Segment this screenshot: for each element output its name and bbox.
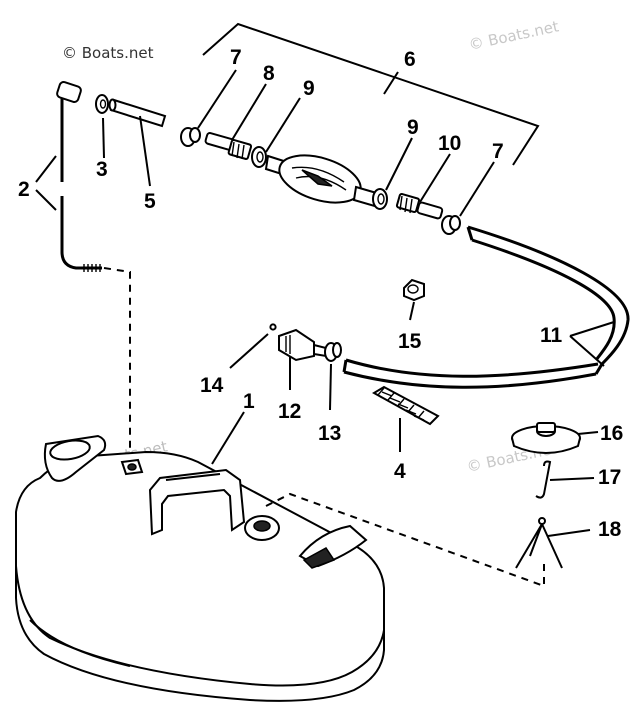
part-label-7b: 7: [492, 140, 504, 163]
part-label-18: 18: [598, 518, 622, 541]
part-label-2: 2: [18, 178, 30, 201]
part-label-16: 16: [600, 422, 623, 445]
part-label-7a: 7: [230, 46, 242, 69]
part-label-5: 5: [144, 190, 156, 213]
check-ball-part: [269, 323, 277, 331]
cap-nut-part: [403, 278, 425, 302]
fitting-part-8: [204, 132, 253, 160]
fuel-tank: [15, 434, 385, 702]
washer-part: [95, 94, 109, 114]
hose-clamp-lower: [324, 342, 342, 362]
leader-lines: [35, 69, 615, 537]
part-label-3: 3: [96, 158, 108, 181]
tank-fitting-part: [278, 328, 327, 362]
o-ring-left: [251, 146, 267, 168]
assembly-bracket: [202, 22, 540, 166]
watermark-top-left: © Boats.net: [62, 44, 154, 62]
hook-part: [535, 460, 552, 499]
part-label-13: 13: [318, 422, 341, 445]
part-label-12: 12: [278, 400, 301, 423]
part-label-4: 4: [394, 460, 406, 483]
part-label-10: 10: [438, 132, 461, 155]
primer-bulb: [264, 154, 382, 209]
part-label-17: 17: [598, 466, 621, 489]
straight-tube: [108, 98, 167, 128]
fuel-filter-screen: [371, 385, 440, 426]
fitting-part-10: [395, 192, 444, 220]
part-label-14: 14: [200, 374, 224, 397]
hose-clamp-right: [441, 215, 461, 235]
assembly-guide-line: [103, 267, 131, 455]
part-label-1: 1: [243, 390, 255, 413]
cap-guide-line: [265, 492, 545, 588]
retainer-part: [515, 517, 563, 569]
part-label-9b: 9: [407, 116, 419, 139]
pickup-tube: [56, 81, 102, 272]
part-label-9a: 9: [303, 77, 315, 100]
part-label-8: 8: [263, 62, 275, 85]
part-label-11: 11: [540, 324, 563, 347]
part-label-15: 15: [398, 330, 422, 353]
part-label-6: 6: [404, 48, 416, 71]
hose-clamp-left: [180, 127, 201, 147]
fuel-hose: [342, 225, 630, 389]
filler-cap: [511, 422, 581, 454]
watermark-top-right: © Boats.net: [467, 17, 560, 54]
o-ring-right: [372, 188, 388, 210]
